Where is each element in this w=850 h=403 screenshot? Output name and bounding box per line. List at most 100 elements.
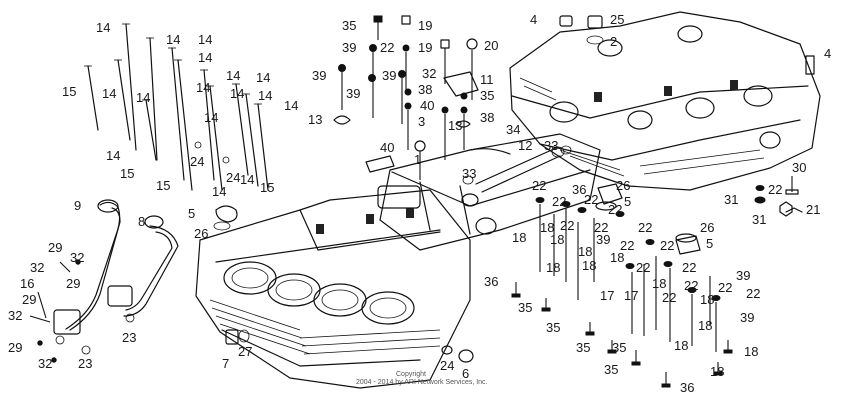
label-15: 15 bbox=[120, 166, 134, 181]
stud-14 bbox=[209, 85, 223, 191]
label-15: 15 bbox=[156, 178, 170, 193]
label-33: 4 bbox=[530, 12, 537, 27]
label-21: 21 bbox=[806, 202, 820, 217]
label-1: 34 bbox=[506, 122, 520, 137]
bolt-32 bbox=[29, 315, 51, 323]
label-14: 14 bbox=[106, 148, 120, 163]
fitting-16 bbox=[53, 309, 81, 335]
copyright-line-2: 2004 - 2014 by ARI Network Services, Inc… bbox=[356, 379, 488, 386]
o-ring-12 bbox=[462, 175, 474, 185]
washer-39 bbox=[368, 74, 376, 82]
label-35: 35 bbox=[342, 18, 356, 33]
label-22: 22 bbox=[638, 220, 652, 235]
nut-19 bbox=[440, 39, 450, 49]
label-26: 26 bbox=[700, 220, 714, 235]
copyright-notice: Copyright 2004 - 2014 by ARI Network Ser… bbox=[356, 371, 488, 386]
label-32: 32 bbox=[8, 308, 22, 323]
washer-39 bbox=[338, 64, 346, 72]
label-36: 36 bbox=[680, 380, 694, 395]
label-35: 35 bbox=[576, 340, 590, 355]
o-ring-25 bbox=[586, 35, 604, 45]
label-7: 7 bbox=[222, 356, 229, 371]
cylinder-block bbox=[195, 189, 471, 389]
label-32: 32 bbox=[38, 356, 52, 371]
part-24 bbox=[441, 345, 453, 355]
stud-14 bbox=[235, 83, 249, 176]
label-8: 8 bbox=[138, 214, 145, 229]
label-22: 22 bbox=[662, 290, 676, 305]
label-24: 24 bbox=[440, 358, 454, 373]
label-29: 29 bbox=[22, 292, 36, 307]
head-bolts bbox=[333, 15, 479, 180]
label-22: 22 bbox=[746, 286, 760, 301]
label-5: 5 bbox=[188, 206, 195, 221]
part-7 bbox=[225, 329, 239, 345]
washer-39 bbox=[398, 70, 406, 78]
label-14: 14 bbox=[198, 32, 212, 47]
gasket-26 bbox=[213, 221, 231, 231]
o-ring-23 bbox=[81, 345, 91, 355]
label-23: 23 bbox=[78, 356, 92, 371]
label-15: 15 bbox=[260, 180, 274, 195]
label-22: 22 bbox=[636, 260, 650, 275]
washer-20 bbox=[466, 38, 478, 50]
plug-33 bbox=[559, 15, 573, 27]
label-9: 9 bbox=[74, 198, 81, 213]
label-14: 14 bbox=[136, 90, 150, 105]
label-14: 14 bbox=[198, 50, 212, 65]
label-18: 18 bbox=[540, 220, 554, 235]
dowel-24 bbox=[194, 141, 202, 149]
label-25: 2 bbox=[610, 34, 617, 49]
label-19: 19 bbox=[418, 40, 432, 55]
label-19: 19 bbox=[418, 18, 432, 33]
label-6: 6 bbox=[462, 366, 469, 381]
label-5: 5 bbox=[706, 236, 713, 251]
dowel-24 bbox=[222, 156, 230, 164]
label-27: 27 bbox=[238, 344, 252, 359]
label-39: 39 bbox=[382, 68, 396, 83]
cylinder-bore bbox=[361, 291, 415, 325]
label-18: 18 bbox=[744, 344, 758, 359]
label-35: 35 bbox=[612, 340, 626, 355]
bolt-32 bbox=[59, 261, 71, 273]
washer-37 bbox=[460, 92, 468, 100]
label-38: 40 bbox=[380, 140, 394, 155]
label-34: 12 bbox=[518, 138, 532, 153]
label-22: 22 bbox=[560, 218, 574, 233]
label-39: 39 bbox=[342, 40, 356, 55]
label-16: 16 bbox=[20, 276, 34, 291]
label-22: 22 bbox=[620, 238, 634, 253]
washer-37 bbox=[404, 88, 412, 96]
label-22: 22 bbox=[532, 178, 546, 193]
label-14: 14 bbox=[258, 88, 272, 103]
bolt-16 bbox=[37, 291, 47, 319]
label-18: 18 bbox=[578, 244, 592, 259]
label-23: 23 bbox=[122, 330, 136, 345]
stud-14 bbox=[149, 37, 158, 161]
nut-31 bbox=[779, 201, 793, 217]
part-27 bbox=[238, 329, 250, 343]
label-24: 24 bbox=[190, 154, 204, 169]
label-31: 31 bbox=[752, 212, 766, 227]
label-37: 38 bbox=[418, 82, 432, 97]
label-36: 36 bbox=[572, 182, 586, 197]
washer-29 bbox=[37, 340, 43, 346]
label-14: 14 bbox=[256, 70, 270, 85]
label-39: 39 bbox=[312, 68, 326, 83]
washer-30 bbox=[754, 196, 766, 204]
part-5 bbox=[215, 205, 238, 223]
label-22: 22 bbox=[718, 280, 732, 295]
label-24: 24 bbox=[226, 170, 240, 185]
label-22: 22 bbox=[594, 220, 608, 235]
bracket-11 bbox=[365, 155, 395, 173]
label-14: 14 bbox=[196, 80, 210, 95]
cap-26 bbox=[675, 235, 701, 255]
label-33: 4 bbox=[824, 46, 831, 61]
cap-35 bbox=[373, 15, 383, 23]
label-14: 14 bbox=[284, 98, 298, 113]
label-17: 17 bbox=[624, 288, 638, 303]
plug-33 bbox=[805, 55, 815, 75]
label-2: 30 bbox=[792, 160, 806, 175]
label-22: 22 bbox=[682, 260, 696, 275]
label-35: 35 bbox=[546, 320, 560, 335]
